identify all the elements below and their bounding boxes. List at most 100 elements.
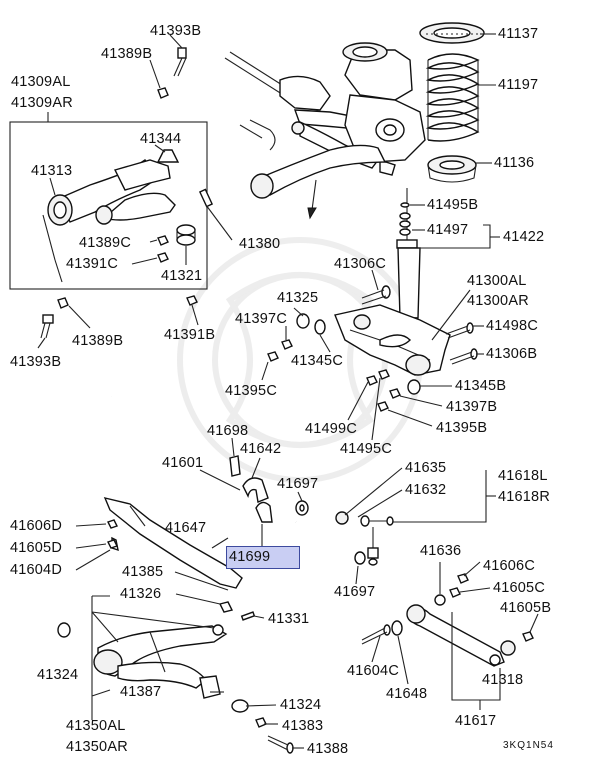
coil-spring-41197: [425, 53, 480, 142]
label-41326[interactable]: 41326: [120, 586, 162, 602]
diagram-code: 3KQ1N54: [503, 740, 554, 751]
label-41393B-top[interactable]: 41393B: [150, 23, 202, 39]
nut-41395C: [267, 351, 279, 362]
clip-41380: [198, 188, 214, 208]
label-41309AR[interactable]: 41309AR: [11, 95, 73, 111]
label-41605B[interactable]: 41605B: [500, 600, 552, 616]
label-41380[interactable]: 41380: [239, 236, 281, 252]
washer-41345B: [407, 379, 421, 395]
washer-41325: [296, 313, 310, 329]
label-41136[interactable]: 41136: [494, 155, 535, 171]
label-41137[interactable]: 41137: [498, 26, 539, 42]
label-41324-left[interactable]: 41324: [37, 667, 79, 683]
label-41331[interactable]: 41331: [268, 611, 310, 627]
label-41495B[interactable]: 41495B: [427, 197, 479, 213]
label-41617[interactable]: 41617: [455, 713, 497, 729]
bolt-41498C: [445, 322, 474, 339]
label-41350AR[interactable]: 41350AR: [66, 739, 128, 755]
label-41306C[interactable]: 41306C: [334, 256, 386, 272]
label-41605C[interactable]: 41605C: [493, 580, 545, 596]
label-41388[interactable]: 41388: [307, 741, 349, 757]
label-41306B[interactable]: 41306B: [486, 346, 538, 362]
label-41383[interactable]: 41383: [282, 718, 324, 734]
label-41391C[interactable]: 41391C: [66, 256, 118, 272]
label-41647[interactable]: 41647: [165, 520, 207, 536]
label-41397C[interactable]: 41397C: [235, 311, 287, 327]
washer-41345C: [314, 319, 326, 335]
label-41604D[interactable]: 41604D: [10, 562, 62, 578]
label-41632[interactable]: 41632: [405, 482, 447, 498]
label-41605D[interactable]: 41605D: [10, 540, 62, 556]
label-41300AR[interactable]: 41300AR: [467, 293, 529, 309]
label-41642[interactable]: 41642: [240, 441, 282, 457]
label-41313[interactable]: 41313: [31, 163, 73, 179]
label-41389B-top[interactable]: 41389B: [101, 46, 153, 62]
label-41318[interactable]: 41318: [482, 672, 524, 688]
label-41618R[interactable]: 41618R: [498, 489, 550, 505]
crossmember-41647: [103, 496, 243, 589]
label-41606D[interactable]: 41606D: [10, 518, 62, 534]
pin-41331: [240, 611, 256, 621]
label-41309AL[interactable]: 41309AL: [11, 74, 71, 90]
label-41397B[interactable]: 41397B: [446, 399, 498, 415]
label-41395B[interactable]: 41395B: [436, 420, 488, 436]
spring-seat-41137: [419, 22, 485, 44]
washer-41324-left: [57, 622, 71, 638]
highlighted-part-box[interactable]: [226, 546, 300, 569]
label-41606C[interactable]: 41606C: [483, 558, 535, 574]
nut-41389B-top: [157, 87, 169, 99]
washer-41324-bottom: [231, 699, 249, 713]
bolt-41388: [267, 735, 294, 754]
bolt-41393B-bottom: [40, 314, 54, 339]
label-41321[interactable]: 41321: [161, 268, 203, 284]
link-assembly-41618: [335, 511, 394, 566]
label-41350AL[interactable]: 41350AL: [66, 718, 126, 734]
nut-41605B: [522, 631, 534, 642]
label-41497[interactable]: 41497: [427, 222, 469, 238]
label-41604C[interactable]: 41604C: [347, 663, 399, 679]
label-41697-top[interactable]: 41697: [277, 476, 319, 492]
washer-41321: [176, 224, 196, 236]
label-41325[interactable]: 41325: [277, 290, 319, 306]
nut-41499C: [366, 375, 378, 386]
label-41324-bottom[interactable]: 41324: [280, 697, 322, 713]
label-41635[interactable]: 41635: [405, 460, 447, 476]
label-41197[interactable]: 41197: [498, 77, 539, 93]
label-41389B-bottom[interactable]: 41389B: [72, 333, 124, 349]
shock-absorber-41422: [396, 188, 421, 331]
label-41699[interactable]: 41699: [229, 549, 271, 565]
nut-41397B: [389, 388, 401, 399]
bushing-41697-bottom: [354, 551, 366, 565]
label-41395C[interactable]: 41395C: [225, 383, 277, 399]
label-41385[interactable]: 41385: [122, 564, 164, 580]
label-41499C[interactable]: 41499C: [305, 421, 357, 437]
label-41648[interactable]: 41648: [386, 686, 428, 702]
label-41636[interactable]: 41636: [420, 543, 462, 559]
boot-41344: [156, 149, 180, 163]
label-41601[interactable]: 41601: [162, 455, 204, 471]
washer-41648: [391, 620, 403, 636]
label-41618L[interactable]: 41618L: [498, 468, 548, 484]
upper-arm-41313: [47, 159, 176, 226]
label-41422[interactable]: 41422: [503, 229, 545, 245]
nut-41389B-bottom: [57, 297, 69, 309]
label-41387[interactable]: 41387: [120, 684, 162, 700]
label-41697-bottom[interactable]: 41697: [334, 584, 376, 600]
label-41393B-bottom[interactable]: 41393B: [10, 354, 62, 370]
label-41389C[interactable]: 41389C: [79, 235, 131, 251]
label-41345B[interactable]: 41345B: [455, 378, 507, 394]
bracket-41699: [255, 501, 273, 523]
label-41698[interactable]: 41698: [207, 423, 249, 439]
bushing-41387: [199, 675, 221, 699]
label-41300AL[interactable]: 41300AL: [467, 273, 527, 289]
label-41344[interactable]: 41344: [140, 131, 182, 147]
label-41391B[interactable]: 41391B: [164, 327, 216, 343]
label-41498C[interactable]: 41498C: [486, 318, 538, 334]
lower-arm-upper-region: [239, 119, 387, 199]
label-41495C[interactable]: 41495C: [340, 441, 392, 457]
bolt-41306B: [449, 348, 478, 365]
label-41345C[interactable]: 41345C: [291, 353, 343, 369]
nut-41397C: [281, 339, 293, 350]
